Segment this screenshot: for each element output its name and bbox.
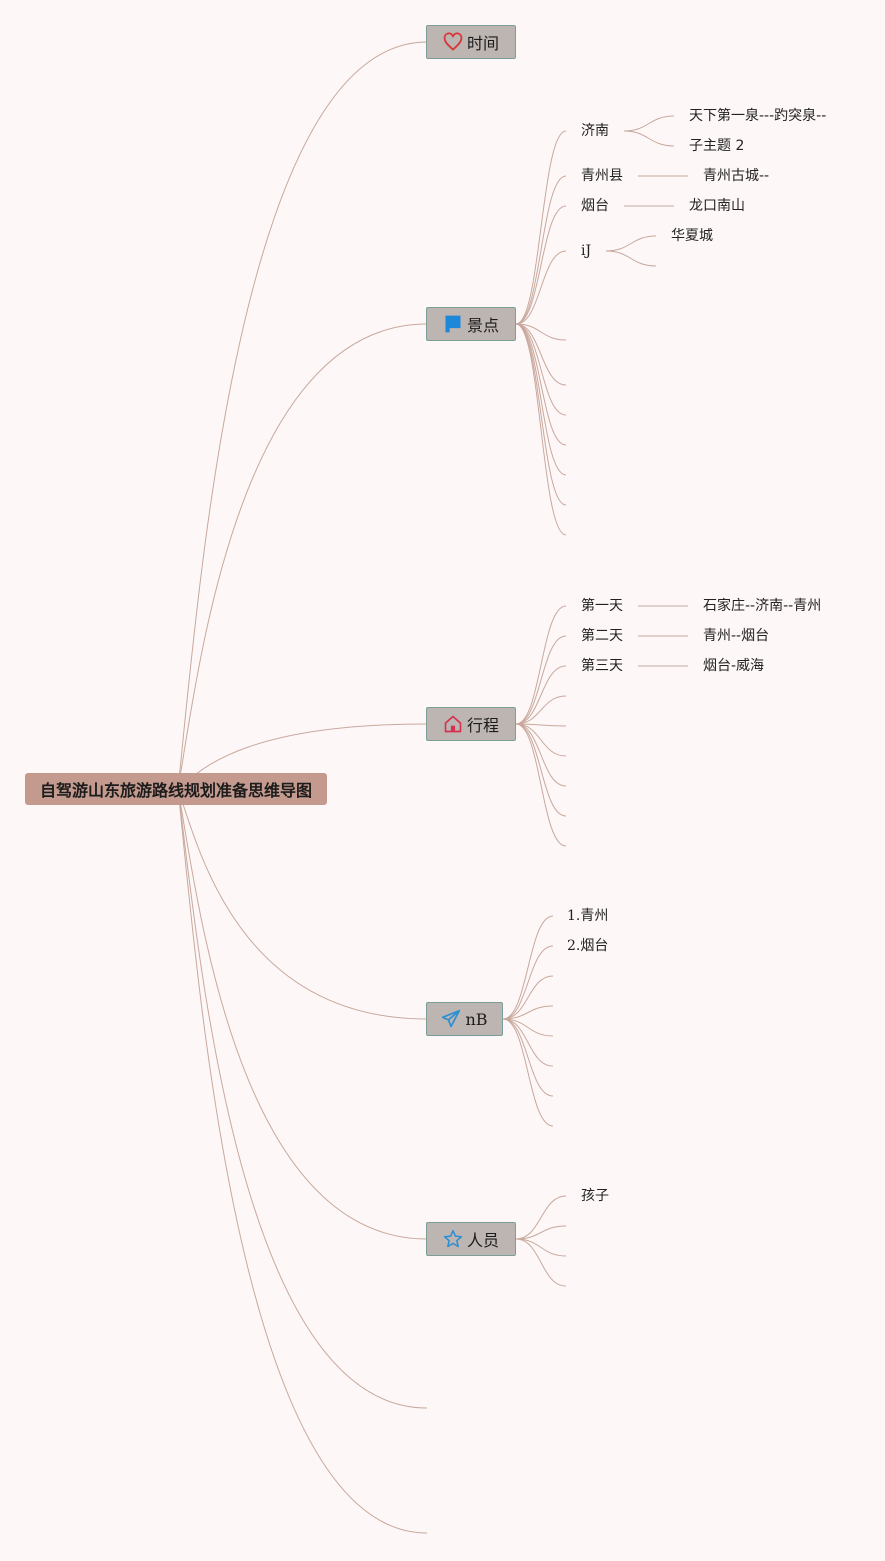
root-topic-label: 自驾游山东旅游路线规划准备思维导图: [39, 781, 312, 800]
nb-link-0: [502, 915, 554, 1020]
root-to-empty-2: [177, 788, 428, 1534]
people-link-2: [515, 1238, 567, 1257]
send-icon: [441, 1009, 461, 1029]
itinerary-link-1: [515, 635, 567, 725]
topic-longkou-nanshan[interactable]: 龙口南山: [689, 198, 745, 214]
itinerary-link-8: [515, 723, 567, 847]
jinan-link-0: [623, 115, 675, 132]
root-topic[interactable]: 自驾游山东旅游路线规划准备思维导图: [25, 773, 327, 805]
itinerary-link-3: [515, 695, 567, 725]
people-link-3: [515, 1238, 567, 1287]
topic-day-1-route[interactable]: 石家庄--济南--青州: [703, 598, 822, 614]
nb-link-1: [502, 945, 554, 1020]
root-to-sights: [177, 323, 428, 790]
itinerary-link-7: [515, 723, 567, 817]
topic-day-3[interactable]: 第三天: [581, 658, 623, 674]
itinerary-link-4: [515, 723, 567, 727]
sights-link-3: [515, 250, 567, 325]
topic-ij[interactable]: iJ: [581, 243, 592, 259]
sights-link-0: [515, 130, 567, 325]
people-link-0: [515, 1195, 567, 1240]
sights-link-2: [515, 205, 567, 325]
nb-link-7: [502, 1018, 554, 1127]
root-to-empty-1: [177, 788, 428, 1409]
home-icon: [443, 714, 463, 734]
branch-people-label: 人员: [466, 1231, 499, 1250]
topic-children[interactable]: 孩子: [581, 1188, 609, 1204]
topic-subtopic-2[interactable]: 子主题 2: [689, 138, 745, 154]
itinerary-link-0: [515, 605, 567, 725]
topic-huaxia-city[interactable]: 华夏城: [671, 228, 713, 244]
itinerary-link-2: [515, 665, 567, 725]
nb-link-6: [502, 1018, 554, 1097]
flag-icon: [443, 314, 463, 334]
star-icon: [443, 1229, 463, 1249]
topic-day-2-route[interactable]: 青州--烟台: [703, 628, 770, 644]
itinerary-link-6: [515, 723, 567, 787]
branch-sights-label: 景点: [466, 316, 499, 335]
nb-link-5: [502, 1018, 554, 1067]
branch-sights[interactable]: 景点: [426, 307, 516, 341]
ij-link-0: [605, 235, 657, 252]
topic-day-1[interactable]: 第一天: [581, 598, 623, 614]
sights-link-10: [515, 323, 567, 536]
branch-nb-label: nB: [465, 1009, 488, 1029]
topic-day-2[interactable]: 第二天: [581, 628, 623, 644]
sights-link-1: [515, 175, 567, 325]
topic-nb-qingzhou[interactable]: 1.青州: [567, 908, 609, 924]
sights-link-4: [515, 323, 567, 341]
branch-time-label: 时间: [466, 34, 499, 53]
topic-day-3-route[interactable]: 烟台-威海: [703, 658, 765, 674]
branch-time[interactable]: 时间: [426, 25, 516, 59]
root-to-time: [177, 41, 428, 790]
branch-nb[interactable]: nB: [426, 1002, 503, 1036]
branch-people[interactable]: 人员: [426, 1222, 516, 1256]
branch-itinerary-label: 行程: [466, 716, 499, 735]
ij-link-1: [605, 250, 657, 267]
nb-link-3: [502, 1005, 554, 1020]
nb-link-2: [502, 975, 554, 1020]
root-to-nb: [177, 788, 428, 1020]
itinerary-link-5: [515, 723, 567, 757]
branch-itinerary[interactable]: 行程: [426, 707, 516, 741]
sights-link-8: [515, 323, 567, 476]
sights-link-5: [515, 323, 567, 386]
topic-yantai[interactable]: 烟台: [581, 198, 609, 214]
heart-icon: [443, 32, 463, 52]
sights-link-9: [515, 323, 567, 506]
topic-baotu-spring[interactable]: 天下第一泉---趵突泉--: [689, 108, 827, 124]
people-link-1: [515, 1225, 567, 1240]
topic-nb-yantai[interactable]: 2.烟台: [567, 938, 609, 954]
topic-qingzhou-county[interactable]: 青州县: [581, 168, 623, 184]
jinan-link-1: [623, 130, 675, 147]
topic-qingzhou-old-town[interactable]: 青州古城--: [703, 168, 770, 184]
nb-link-4: [502, 1018, 554, 1037]
root-to-people: [177, 788, 428, 1240]
topic-jinan[interactable]: 济南: [581, 123, 609, 139]
